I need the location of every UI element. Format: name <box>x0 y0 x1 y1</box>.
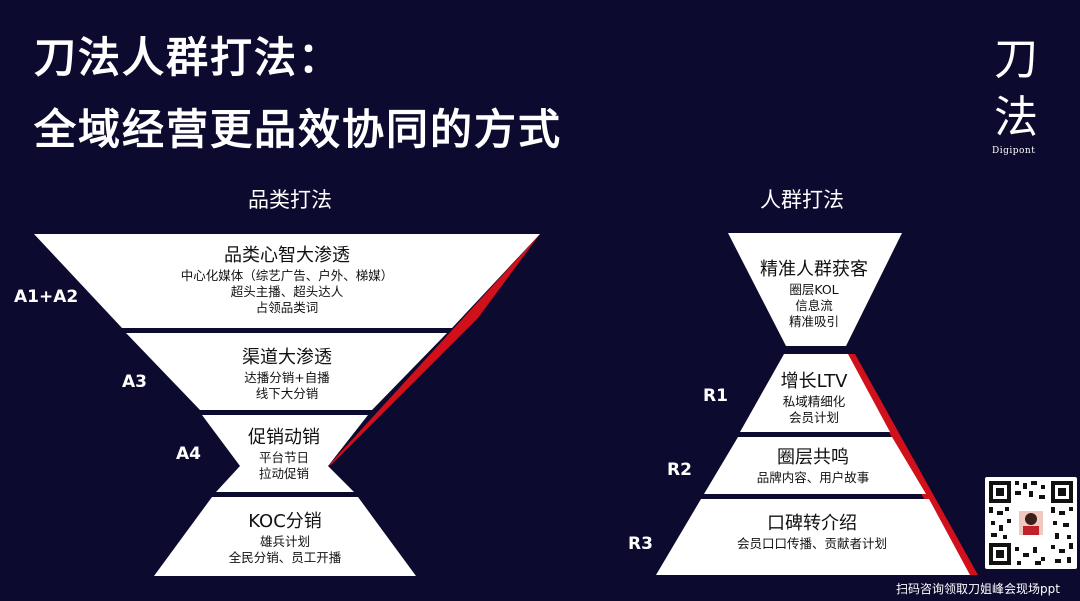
crowd-label-r2: R2 <box>667 460 692 480</box>
category-block-4-shape <box>154 497 416 576</box>
category-block-2-line-2: 线下大分销 <box>255 386 319 401</box>
logo-english: Digipont <box>992 146 1036 156</box>
category-label-a1-a2: A1+A2 <box>14 287 79 307</box>
crowd-block-1-line-3: 精准吸引 <box>788 314 839 329</box>
category-block-1-line-3: 占领品类词 <box>255 300 319 315</box>
crowd-block-1-shape <box>728 233 902 346</box>
crowd-block-1-line-1: 圈层KOL <box>789 282 839 297</box>
category-block-1-line-2: 超头主播、超头达人 <box>230 284 344 299</box>
crowd-label-r3: R3 <box>628 534 653 554</box>
crowd-block-3-line-1: 品牌内容、用户故事 <box>756 470 870 485</box>
category-block-1: 品类心智大渗透 中心化媒体（综艺广告、户外、梯媒） 超头主播、超头达人 占领品类… <box>181 244 394 316</box>
category-label-a3: A3 <box>122 372 147 392</box>
category-block-3-shape <box>202 415 368 492</box>
title-line-2: 全域经营更品效协同的方式 <box>34 105 563 154</box>
category-label-a4: A4 <box>176 444 201 464</box>
category-block-4-heading: KOC分销 <box>248 511 322 532</box>
logo-char-2: 法 <box>994 92 1038 143</box>
category-block-3: 促销动销 平台节日 拉动促销 <box>248 426 320 482</box>
crowd-funnel <box>656 233 978 575</box>
crowd-section-title: 人群打法 <box>760 188 844 212</box>
crowd-block-3: 圈层共鸣 品牌内容、用户故事 <box>757 446 870 486</box>
crowd-block-1-line-2: 信息流 <box>795 298 833 313</box>
category-funnel <box>34 234 540 576</box>
category-block-2: 渠道大渗透 达播分销+自播 线下大分销 <box>242 346 332 402</box>
category-block-1-shape <box>34 234 540 328</box>
crowd-block-4-heading: 口碑转介绍 <box>766 513 857 534</box>
crowd-block-2-heading: 增长LTV <box>780 371 848 392</box>
title-line-1: 刀法人群打法： <box>34 33 343 82</box>
crowd-block-3-shape <box>704 437 926 494</box>
crowd-block-1: 精准人群获客 圈层KOL 信息流 精准吸引 <box>760 258 868 330</box>
crowd-block-2: 增长LTV 私域精细化 会员计划 <box>781 370 848 426</box>
crowd-label-r1: R1 <box>703 386 728 406</box>
category-block-1-heading: 品类心智大渗透 <box>223 245 350 266</box>
qr-code[interactable] <box>985 477 1077 569</box>
crowd-block-2-shape <box>740 354 890 432</box>
crowd-block-4: 口碑转介绍 会员口口传播、贡献者计划 <box>737 512 887 552</box>
category-block-3-heading: 促销动销 <box>248 427 320 448</box>
qr-caption: 扫码咨询领取刀姐峰会现场ppt <box>896 582 1060 596</box>
category-block-2-line-1: 达播分销+自播 <box>244 370 330 385</box>
category-block-2-shape <box>126 333 447 410</box>
category-section-title: 品类打法 <box>248 188 332 212</box>
crowd-block-4-line-1: 会员口口传播、贡献者计划 <box>736 536 888 551</box>
crowd-block-3-heading: 圈层共鸣 <box>776 447 849 468</box>
logo-char-1: 刀 <box>994 34 1038 85</box>
category-block-4-line-1: 雄兵计划 <box>259 534 311 549</box>
crowd-block-4-shape <box>656 499 970 575</box>
crowd-block-1-heading: 精准人群获客 <box>760 259 868 280</box>
crowd-block-2-line-1: 私域精细化 <box>782 394 846 409</box>
qr-code-pattern <box>989 481 1073 565</box>
crowd-block-2-line-2: 会员计划 <box>788 410 840 425</box>
crowd-accent-wedge <box>848 354 978 575</box>
category-accent-wedge <box>328 234 540 466</box>
category-block-1-line-1: 中心化媒体（综艺广告、户外、梯媒） <box>180 268 394 283</box>
category-block-3-line-1: 平台节日 <box>258 450 309 465</box>
category-block-2-heading: 渠道大渗透 <box>242 347 332 368</box>
category-block-4-line-2: 全民分销、员工开播 <box>228 550 342 565</box>
category-block-4: KOC分销 雄兵计划 全民分销、员工开播 <box>229 510 342 566</box>
category-block-3-line-2: 拉动促销 <box>258 466 309 481</box>
